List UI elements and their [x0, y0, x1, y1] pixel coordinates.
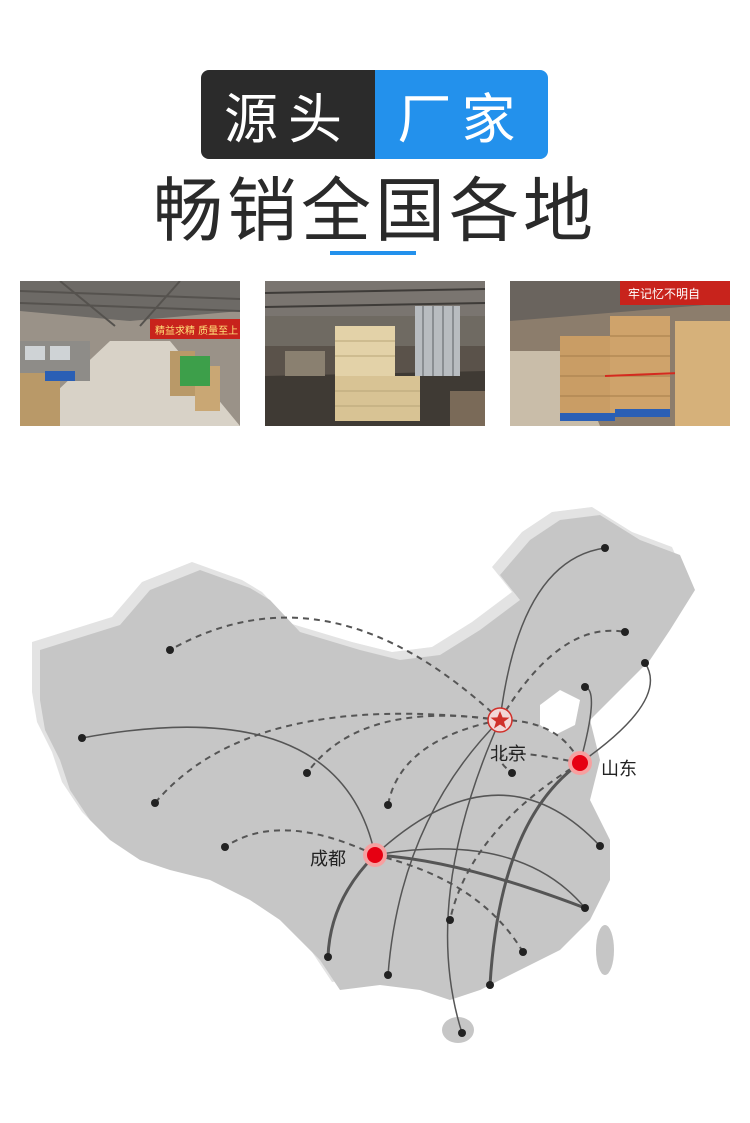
star-marker-icon [487, 707, 513, 733]
taiwan-island [596, 925, 614, 975]
distribution-map: 北京 山东 成都 [0, 480, 750, 1080]
hub-label-chengdu: 成都 [310, 849, 346, 870]
warehouse-photo-2 [265, 281, 485, 426]
destination-dots [78, 544, 649, 1037]
solid-routes [81, 547, 652, 1034]
badge-right: 厂家 [375, 70, 548, 159]
hub-label-beijing: 北京 [490, 744, 526, 765]
red-dot-marker-icon [363, 843, 387, 867]
photo-banner-text: 牢记忆不明自 [628, 286, 700, 301]
header-badge: 源头 厂家 [201, 70, 548, 159]
red-dot-marker-icon [568, 751, 592, 775]
hainan-island [442, 1017, 474, 1043]
bohai-sea [540, 690, 580, 735]
warehouse-photo-1: 精益求精 质量至上 [20, 281, 240, 426]
page-subtitle: 畅销全国各地 [153, 170, 597, 252]
badge-left: 源头 [201, 70, 375, 159]
bold-routes [326, 761, 586, 986]
warehouse-photo-3: 牢记忆不明自 [510, 281, 730, 426]
photo-banner-text: 精益求精 质量至上 [155, 324, 238, 337]
title-underline [330, 251, 416, 255]
china-landmass [40, 515, 695, 1000]
hub-label-shandong: 山东 [601, 759, 637, 780]
dashed-routes [154, 616, 626, 953]
